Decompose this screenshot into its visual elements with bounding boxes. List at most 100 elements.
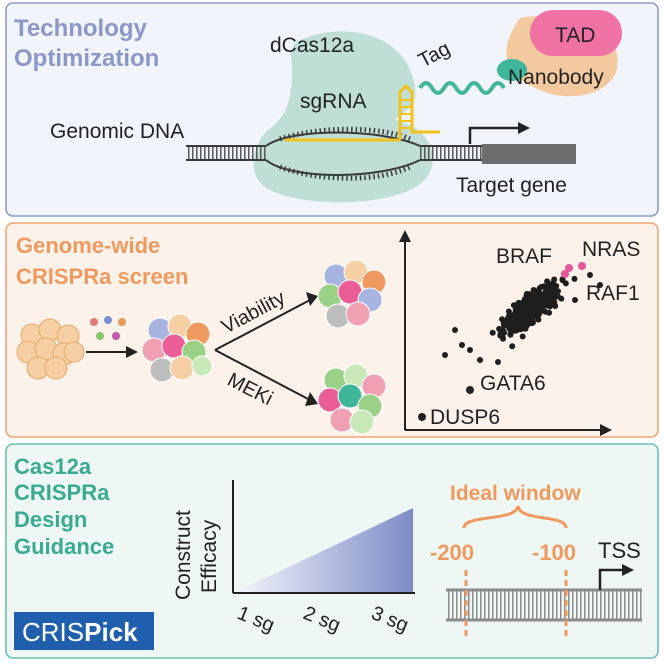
scatter-point [559,277,566,284]
ylabel-line2: Efficacy [198,519,221,593]
lentivirus-particles [90,316,126,340]
scatter-point [571,275,578,282]
scatter-point [519,333,526,340]
scatter-point [500,320,507,327]
scatter-point [526,294,533,300]
position-minus200: -200 [430,540,474,565]
crispick-logo-part1: CRIS [22,617,84,647]
dna-right-segment [420,146,482,160]
promoter-dna [446,590,642,620]
scatter-point [545,296,552,303]
genomic-dna-label: Genomic DNA [50,120,184,143]
panel2-title-line2: CRISPRa screen [16,264,188,289]
panel-genome-wide-screen: Genome-wide CRISPRa screen Viabili [5,222,659,438]
scatter-point [534,311,541,318]
cell-cluster-viability [317,259,387,329]
scatter-point [531,297,538,304]
scatter-point [507,324,514,331]
ideal-window-label: Ideal window [450,482,581,505]
scatter-point [572,297,578,303]
scatter-point [452,327,458,333]
scatter-point [500,328,507,334]
gata6-label: GATA6 [480,372,546,395]
dcas12a-protein-shape [253,31,433,203]
tad-label: TAD [555,24,595,47]
scatter-point [524,299,531,306]
crispick-logo [14,612,154,650]
tss-label: TSS [598,538,641,563]
dcas12a-label: dCas12a [270,34,354,57]
scatter-point [500,335,506,342]
scatter-point [467,347,473,353]
scatter-point [505,308,512,315]
crispick-logo-part2: Pick [84,617,138,647]
point-nras [578,262,586,270]
scatter-point [507,331,514,338]
dna-bubble-bottom [265,159,421,176]
tag-linker-coil [418,81,506,95]
efficacy-wedge [236,508,413,592]
panel2-frame [5,222,659,438]
panel-technology-optimization: Technology Optimization [5,2,659,217]
panel3-title-line3: Design [14,507,87,532]
svg-text:CRISPick: CRISPick [22,617,138,647]
panel3-title-line4: Guidance [14,534,114,559]
nanobody-label: Nanobody [508,66,604,89]
point-dusp6 [418,413,426,421]
scatter-point [512,327,519,334]
scatter-point-cloud [442,272,603,365]
scatter-point [535,316,542,323]
tss-arrow [468,126,520,144]
ideal-window-brace [462,505,568,529]
point-gata6 [466,386,474,394]
scatter-point [536,291,543,298]
panel2-title-line1: Genome-wide [16,233,160,258]
panel3-title-line2: CRISPRa [14,480,110,505]
panel1-title-line2: Optimization [14,45,159,72]
scatter-point [530,287,537,293]
scatter-point [524,321,531,328]
scatter-point [545,292,552,298]
scatter-point [597,282,603,288]
scatter-point [545,285,552,292]
scatter-point [506,320,513,327]
position-minus100: -100 [532,540,576,565]
cell-cluster-meki [317,363,387,435]
scatter-point [509,343,516,350]
scatter-point [587,272,593,278]
ylabel-line1: Construct [172,510,195,600]
panel3-title-line1: Cas12a [14,454,92,479]
target-gene-box [482,144,576,164]
scatter-point [459,342,465,348]
scatter-point [554,293,561,300]
scatter-point [477,357,483,363]
raf1-label: RAF1 [586,282,640,305]
tag-shape [497,59,527,81]
dna-bubble-top [265,131,421,147]
dna-left-segment [186,146,266,160]
tss-arrow-small [598,568,624,590]
scatter-point [550,279,556,286]
point-raf1 [561,270,569,278]
cell-cluster-transduced [141,313,213,383]
scatter-point [529,309,536,316]
braf-label: BRAF [496,245,552,268]
point-braf [565,264,573,272]
dusp6-label: DUSP6 [430,406,500,429]
panel-design-guidance: Cas12a CRISPRa Design Guidance CRISPick … [5,443,659,659]
target-gene-label: Target gene [456,174,567,197]
panel1-title-line1: Technology [14,15,148,42]
scatter-point [511,314,518,321]
cell-cluster-start [16,318,85,380]
scatter-point [520,314,527,321]
nras-label: NRAS [582,238,640,261]
scatter-point [516,299,522,306]
scatter-point [544,278,551,285]
scatter-point [517,323,524,330]
scatter-point [442,352,448,358]
scatter-point [495,359,501,365]
scatter-point [551,284,558,291]
scatter-point [537,296,544,302]
tad-shape [530,10,622,56]
scatter-point [499,316,506,323]
